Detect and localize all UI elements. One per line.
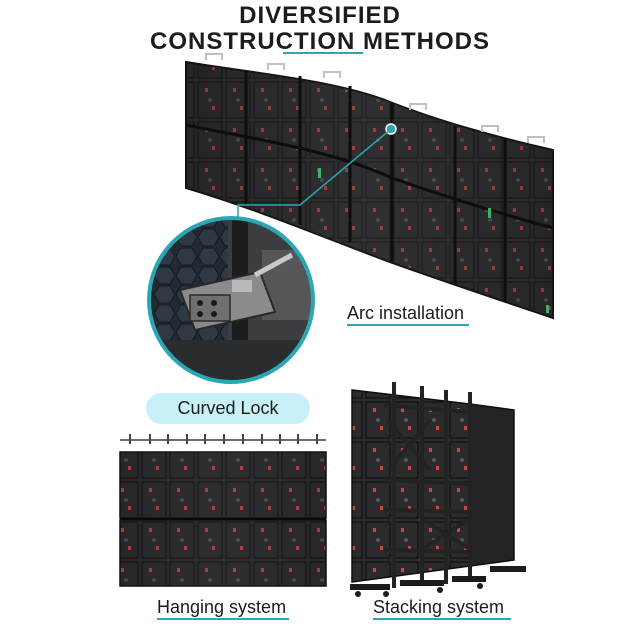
title-underline [283, 52, 363, 54]
arc-label-underline [347, 324, 469, 326]
lock-callout-line [237, 123, 397, 218]
hanging-label-underline [157, 618, 289, 620]
hanging-system-label: Hanging system [157, 597, 287, 617]
stacking-system-label: Stacking system [373, 597, 505, 617]
stacking-system-wall [350, 382, 526, 597]
curved-lock-detail [147, 216, 315, 384]
curved-lock-label: Curved Lock [146, 393, 310, 424]
stacking-label-underline [373, 618, 511, 620]
arc-installation-label: Arc installation [347, 303, 465, 323]
title-line-2: CONSTRUCTION METHODS [150, 28, 490, 55]
hanging-system-wall [119, 434, 327, 587]
title-line-1: DIVERSIFIED [239, 2, 401, 29]
